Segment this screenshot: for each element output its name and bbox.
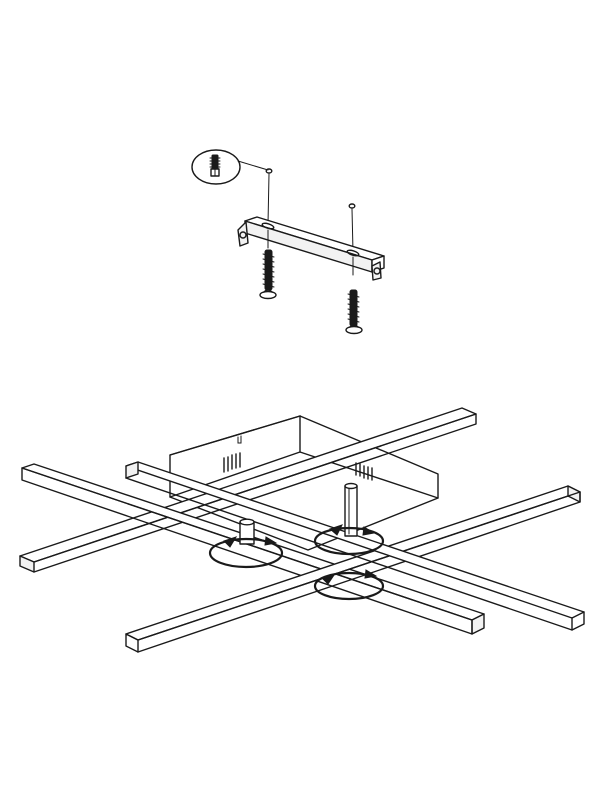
light-arm-1: [19, 407, 477, 573]
callout-leader: [237, 160, 269, 171]
threaded-rod-center: [344, 482, 358, 537]
guide-line: [351, 208, 354, 253]
rotation-arrow-left: [208, 536, 284, 569]
wall-plug-icon: [209, 154, 221, 177]
wall-plug-callout: [191, 149, 269, 185]
light-arm-3: [125, 485, 581, 653]
step-bracket-mounting: [191, 149, 385, 335]
rotation-arrow-lower: [313, 569, 385, 601]
drill-hole-mark: [265, 168, 273, 174]
mounting-bracket: [237, 216, 385, 281]
threaded-rod-left: [239, 518, 255, 545]
guide-line: [267, 173, 270, 225]
rotation-arrow-center: [313, 524, 385, 556]
screw-left: [259, 249, 277, 300]
vent-slots: [223, 452, 373, 481]
drill-hole-mark: [348, 203, 356, 209]
screw-right: [345, 289, 363, 335]
callout-bubble: [191, 149, 241, 185]
step-arm-fixing: [19, 407, 585, 653]
